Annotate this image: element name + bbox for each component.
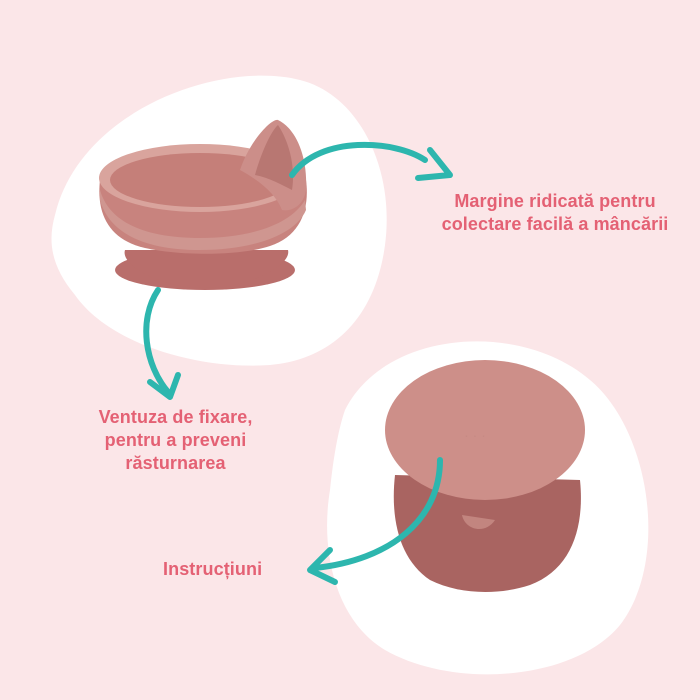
instructions-label: Instrucțiuni xyxy=(163,559,263,579)
bowl-with-lid-image: · · · xyxy=(385,360,585,592)
suction-cup-label-line-1: Ventuza de fixare, xyxy=(98,407,253,427)
suction-cup-label-line-2: pentru a preveni xyxy=(104,430,247,450)
arrow-to-rim-label xyxy=(289,141,428,178)
arrow-to-instructions-label xyxy=(312,457,443,571)
bowl-with-rim-image xyxy=(99,119,307,290)
suction-cup-label-line-3: răsturnarea xyxy=(125,453,226,473)
svg-text:· · ·: · · · xyxy=(464,427,486,443)
raised-rim-label: Margine ridicată pentru colectare facilă… xyxy=(410,190,700,236)
raised-rim-label-line-2: colectare facilă a mâncării xyxy=(441,214,669,234)
arrow-to-instructions-label-head xyxy=(307,547,338,585)
arrow-to-suction-label xyxy=(143,287,171,395)
raised-rim-label-line-1: Margine ridicată pentru xyxy=(454,191,656,211)
arrow-to-suction-label-head xyxy=(147,372,181,400)
arrow-to-rim-label-head xyxy=(415,147,453,181)
suction-cup-label: Ventuza de fixare, pentru a preveni răst… xyxy=(58,406,293,475)
